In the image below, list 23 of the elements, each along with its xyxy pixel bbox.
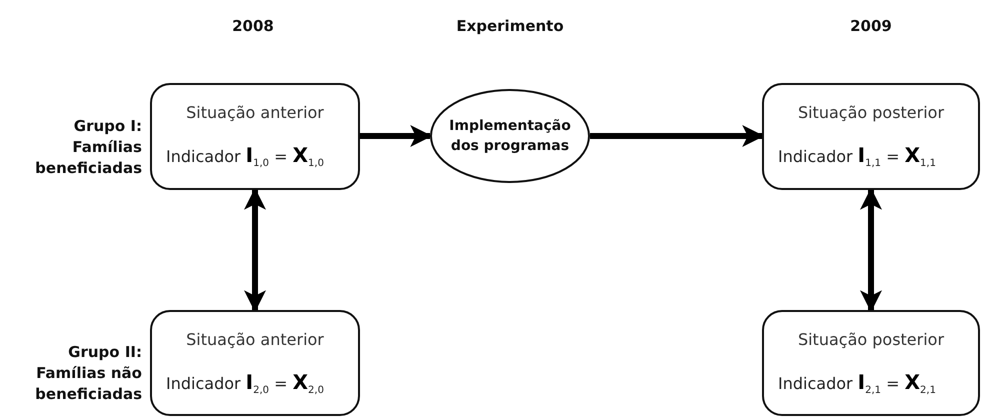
indicator-formula: Indicador I$_{1,1}$ = X$_{1,1}$ (778, 143, 936, 170)
column-heading: 2008 (231, 16, 275, 37)
situation-box (762, 310, 980, 416)
group-label: Grupo II: Famílias não beneficiadas (34, 342, 142, 405)
double-arrow (860, 188, 882, 312)
process-ellipse (430, 89, 590, 183)
group-label: Grupo I: Famílias beneficiadas (34, 116, 142, 179)
box-heading: Situação posterior (796, 103, 946, 122)
situation-box (150, 83, 360, 190)
indicator-formula: Indicador I$_{1,0}$ = X$_{1,0}$ (166, 143, 324, 170)
column-heading: 2009 (849, 16, 893, 37)
column-heading: Experimento (455, 16, 565, 37)
arrow (590, 125, 764, 147)
indicator-formula: Indicador I$_{2,1}$ = X$_{2,1}$ (778, 370, 936, 396)
double-arrow (244, 188, 266, 312)
box-heading: Situação anterior (185, 330, 325, 349)
situation-box (150, 310, 360, 416)
arrow (360, 125, 432, 147)
box-heading: Situação anterior (185, 103, 325, 122)
node-text: Implementação dos programas (448, 117, 572, 156)
box-heading: Situação posterior (796, 330, 946, 349)
situation-box (762, 83, 980, 190)
indicator-formula: Indicador I$_{2,0}$ = X$_{2,0}$ (166, 370, 324, 396)
